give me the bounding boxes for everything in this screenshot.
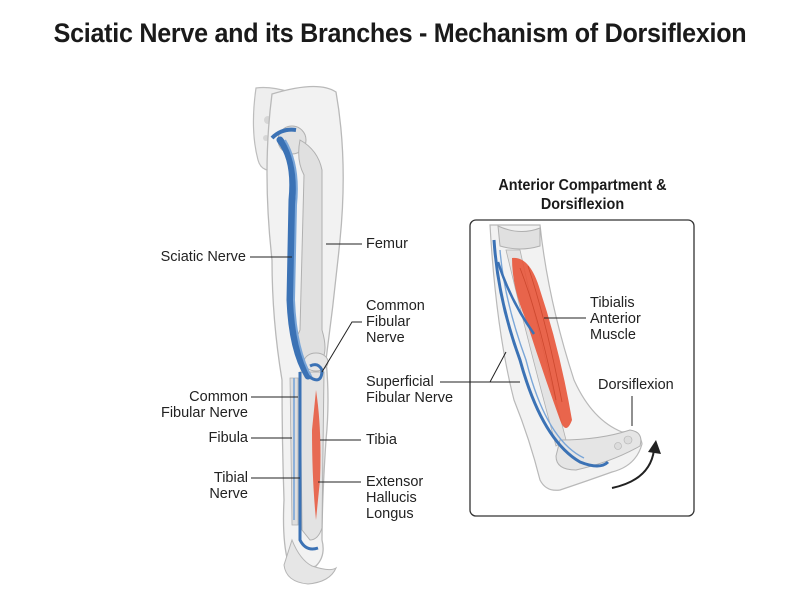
label-line: Fibular: [366, 314, 411, 330]
tibial-nerve: [298, 372, 319, 551]
label-tibial-nerve: Tibial Nerve: [160, 470, 248, 502]
label-line: Extensor: [366, 474, 424, 490]
label-sciatic-nerve: Sciatic Nerve: [160, 249, 246, 265]
label-tibia: Tibia: [366, 432, 397, 448]
inset-title-line: Anterior Compartment &: [498, 177, 667, 194]
sciatic-nerve: [276, 136, 312, 380]
page-title: Sciatic Nerve and its Branches - Mechani…: [53, 18, 747, 48]
foot: [283, 538, 338, 585]
label-superficial-fibular-nerve: Superficial Fibular Nerve: [366, 374, 453, 406]
label-line: Common: [189, 389, 248, 405]
label-dorsiflexion: Dorsiflexion: [598, 377, 674, 393]
label-line: Muscle: [590, 327, 636, 343]
label-line: Tibialis: [590, 295, 635, 311]
dorsiflexion-arrow: [611, 449, 655, 489]
leader-lines: [250, 243, 362, 483]
label-line: Fibular Nerve: [366, 390, 454, 406]
deep-fibular-nerve: [492, 239, 610, 468]
label-extensor-hallucis-longus: Extensor Hallucis Longus: [366, 474, 423, 522]
label-line: Longus: [366, 506, 414, 522]
tibialis-anterior-muscle: [512, 257, 572, 428]
label-line: Nerve: [209, 486, 248, 502]
inset-title-line: Dorsiflexion: [540, 196, 625, 213]
common-fibular-nerve: [307, 363, 324, 382]
label-line: Fibular Nerve: [160, 405, 248, 421]
superficial-fibular-nerve: [496, 261, 536, 335]
label-line: Common: [366, 298, 425, 314]
label-tibialis-anterior-muscle: Tibialis Anterior Muscle: [590, 295, 641, 343]
label-line: Anterior: [590, 311, 641, 327]
inset-drawing: [489, 224, 661, 491]
extensor-hallucis-longus: [312, 390, 321, 520]
label-line: Tibial: [213, 470, 248, 486]
label-femur: Femur: [366, 236, 408, 252]
label-line: Hallucis: [366, 490, 417, 506]
label-line: Nerve: [366, 330, 405, 346]
label-common-fibular-nerve-left: Common Fibular Nerve: [140, 389, 248, 421]
label-fibula: Fibula: [208, 430, 249, 446]
leg-drawing: [252, 85, 344, 585]
label-line: Superficial: [366, 374, 434, 390]
label-common-fibular-nerve-right: Common Fibular Nerve: [366, 298, 425, 346]
inset-title: Anterior Compartment & Dorsiflexion: [478, 176, 687, 214]
